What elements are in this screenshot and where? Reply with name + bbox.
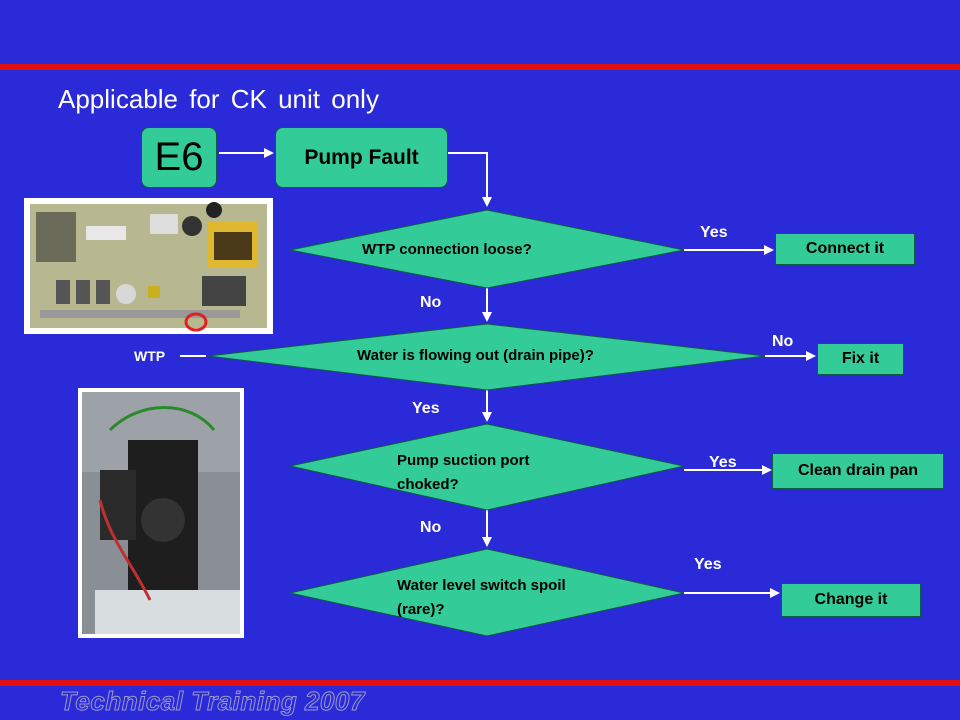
label-d2-no: No <box>772 333 794 350</box>
bottom-accent-bar <box>0 680 960 686</box>
slide-subtitle: Applicable for CK unit only <box>58 84 379 114</box>
decision-3-text: Pump suction port choked? <box>397 449 530 497</box>
label-d4-yes: Yes <box>694 556 722 573</box>
fault-name-box: Pump Fault <box>275 127 448 188</box>
decision-3-text-line2: choked? <box>397 476 459 493</box>
decision-diamond-4 <box>289 548 685 637</box>
label-d1-no: No <box>420 294 442 311</box>
decision-diamond-2 <box>207 323 766 391</box>
fault-name-label: Pump Fault <box>304 145 419 169</box>
label-d3-no: No <box>420 519 442 536</box>
result-change-it: Change it <box>781 583 921 617</box>
error-code-label: E6 <box>154 135 204 179</box>
result-fix-it: Fix it <box>817 343 904 375</box>
top-accent-bar <box>0 64 960 70</box>
decision-diamond-1 <box>289 209 685 289</box>
label-d3-yes: Yes <box>709 454 737 471</box>
decision-diamond-3 <box>289 423 685 511</box>
decision-4-text-line1: Water level switch spoil <box>397 577 566 594</box>
decision-4-text: Water level switch spoil (rare)? <box>397 574 566 622</box>
result-clean-drain-pan: Clean drain pan <box>772 453 944 489</box>
wtp-label: WTP <box>134 348 166 364</box>
connector-fault-to-d1 <box>448 152 492 207</box>
pcb-board-photo <box>24 198 273 334</box>
label-d2-yes: Yes <box>412 400 440 417</box>
drain-pump-photo <box>78 388 244 638</box>
decision-1-text: WTP connection loose? <box>362 241 532 258</box>
decision-4-text-line2: (rare)? <box>397 601 445 618</box>
error-code-box: E6 <box>141 127 217 188</box>
footer-watermark: Technical Training 2007 <box>60 686 365 717</box>
decision-3-text-line1: Pump suction port <box>397 452 530 469</box>
label-d1-yes: Yes <box>700 224 728 241</box>
result-connect-it: Connect it <box>775 233 915 265</box>
decision-2-text: Water is flowing out (drain pipe)? <box>357 347 594 364</box>
